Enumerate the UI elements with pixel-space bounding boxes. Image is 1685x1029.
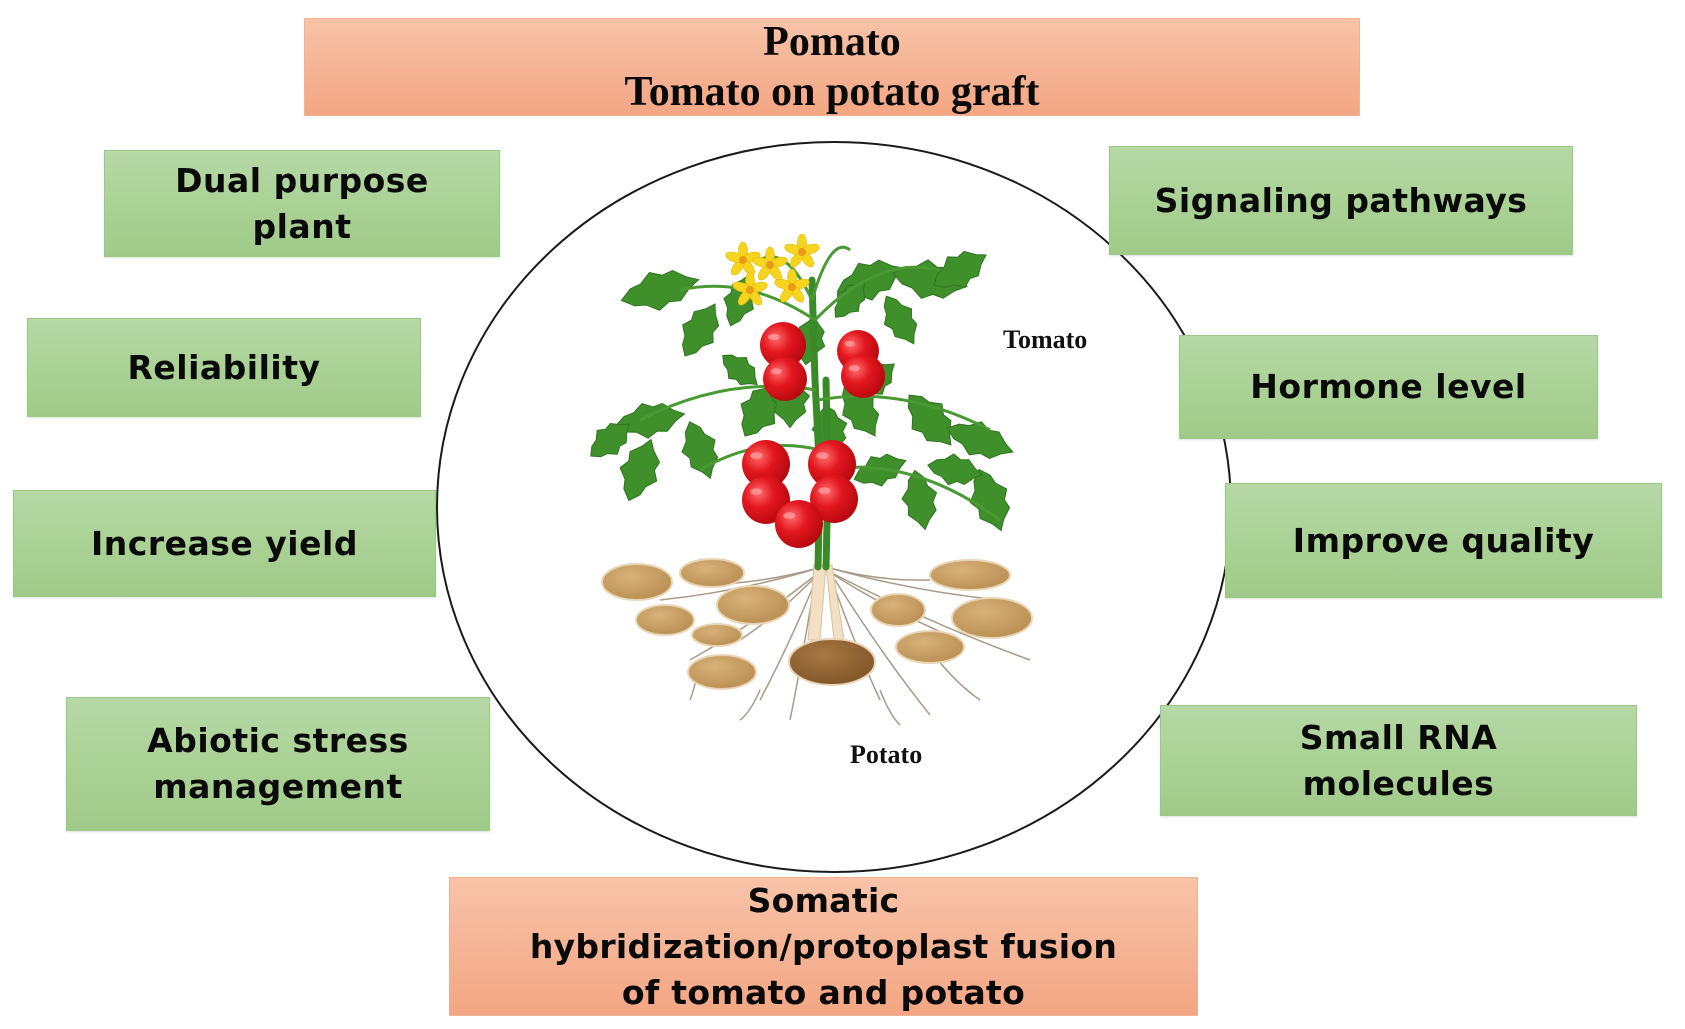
flower-center <box>746 286 754 294</box>
potato-tuber <box>601 563 673 601</box>
box-signaling-pathways: Signaling pathways <box>1109 146 1573 255</box>
title-line-2: Tomato on potato graft <box>624 69 1040 115</box>
leaf <box>933 250 987 289</box>
box-text-line: Dual purpose <box>175 160 429 200</box>
branch <box>810 245 851 301</box>
tomato-fruit <box>810 475 858 523</box>
tomato-fruit <box>808 440 856 488</box>
leaf <box>927 453 984 486</box>
potato-tuber <box>716 585 790 625</box>
tomato-flowers <box>725 233 820 306</box>
box-text-line: Increase yield <box>91 523 358 563</box>
leaf <box>620 269 700 311</box>
branch <box>817 394 991 432</box>
leaf <box>946 421 1014 459</box>
tomato-highlight <box>768 333 780 341</box>
potato-label: Potato <box>850 740 923 769</box>
potato-tuber <box>929 559 1011 591</box>
flower-center <box>798 248 806 256</box>
tomato-highlight <box>848 365 860 372</box>
box-text-line: hybridization/protoplast fusion <box>529 926 1118 966</box>
potato-tuber <box>895 630 965 664</box>
potato-tuber <box>870 593 926 627</box>
box-hormone-level: Hormone level <box>1179 335 1598 439</box>
leaf <box>614 402 686 439</box>
potato-tuber-main <box>788 638 876 686</box>
potato-tuber <box>687 654 757 690</box>
flower-center <box>766 261 774 269</box>
root-line <box>879 689 901 726</box>
potato-tuber <box>635 604 695 636</box>
root-crown <box>807 564 845 641</box>
tomato-fruit <box>742 476 790 524</box>
box-dual-purpose-plant: Dual purpose plant <box>104 150 500 257</box>
box-text-line: management <box>153 767 403 806</box>
box-text-line: Improve quality <box>1292 520 1595 560</box>
title-line-1: Pomato <box>763 19 901 65</box>
root-line <box>739 689 761 721</box>
tomato-fruit <box>742 440 790 488</box>
potato-tubers <box>601 558 1033 690</box>
potato-tuber <box>951 597 1033 639</box>
box-text-line: of tomato and potato <box>621 972 1026 1012</box>
flower-center <box>788 283 796 291</box>
tomato-highlight <box>750 488 763 495</box>
root-line <box>825 569 1031 661</box>
box-text-line: plant <box>252 206 352 246</box>
branch <box>813 265 941 322</box>
box-small-rna-molecules: Small RNA molecules <box>1160 705 1637 816</box>
box-text-line: Small RNA <box>1299 717 1498 757</box>
potato-tuber <box>691 623 743 647</box>
tomato-leaves <box>590 250 1014 532</box>
leaf <box>969 468 1011 532</box>
root-line <box>825 566 1001 601</box>
box-text-line: Signaling pathways <box>1154 180 1528 220</box>
box-improve-quality: Improve quality <box>1225 483 1662 598</box>
leaf <box>681 303 720 357</box>
box-abiotic-stress-management: Abiotic stress management <box>66 697 490 831</box>
tomato-fruit <box>841 354 885 398</box>
leaf <box>722 354 758 386</box>
tomato-highlight <box>783 512 796 519</box>
tomato-label: Tomato <box>1003 325 1088 354</box>
tomato-fruit <box>763 357 807 401</box>
tomato-fruits <box>742 322 885 548</box>
box-reliability: Reliability <box>27 318 421 417</box>
potato-tuber <box>679 558 745 588</box>
box-text-line: Reliability <box>127 347 321 387</box>
box-text-line: Hormone level <box>1250 367 1527 406</box>
flower-center <box>739 256 747 264</box>
leaf <box>590 422 630 458</box>
box-text-line: Somatic <box>747 880 900 920</box>
leaf <box>619 438 661 502</box>
root-line <box>834 579 931 716</box>
tomato-highlight <box>844 340 855 347</box>
leaf <box>901 469 938 531</box>
tomato-highlight <box>750 452 763 459</box>
box-text-line: molecules <box>1302 763 1495 803</box>
tomato-fruit <box>775 500 823 548</box>
leaf <box>883 295 918 345</box>
box-text-line: Abiotic stress <box>147 721 409 760</box>
tomato-highlight <box>818 487 831 494</box>
tomato-highlight <box>770 368 782 375</box>
box-increase-yield: Increase yield <box>13 490 436 597</box>
title-box: Pomato Tomato on potato graft <box>304 18 1360 116</box>
leaf <box>853 453 907 487</box>
tomato-highlight <box>816 452 829 459</box>
box-somatic-hybridization: Somatic hybridization/protoplast fusion … <box>449 877 1198 1016</box>
tomato-fruit <box>760 322 806 368</box>
